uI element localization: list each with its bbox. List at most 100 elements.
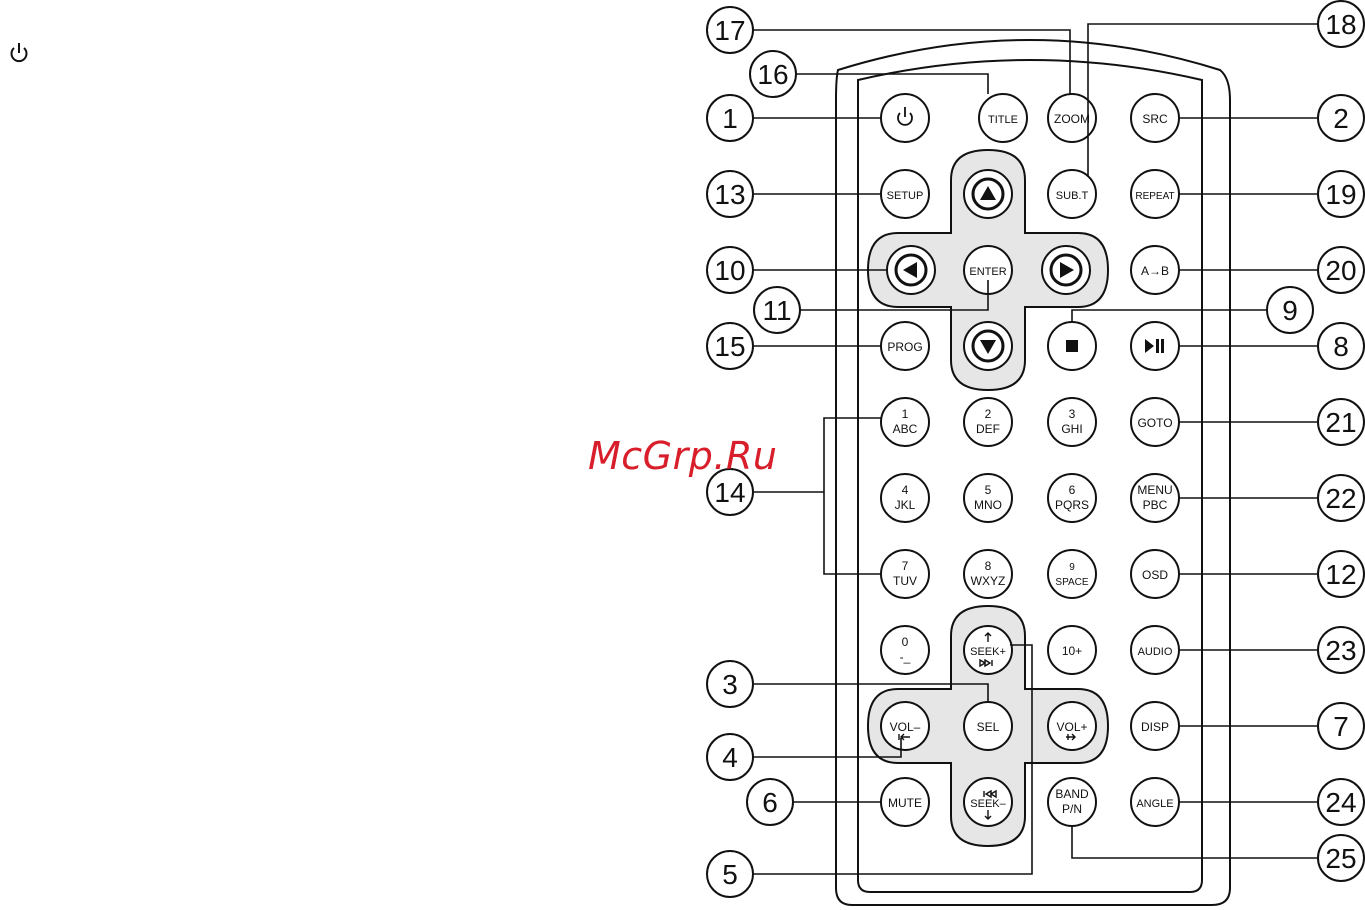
button-n1-label: ABC xyxy=(893,422,918,436)
button-subt-label: SUB.T xyxy=(1056,190,1089,202)
button-disp[interactable]: DISP xyxy=(1131,702,1179,750)
callout-21: 21 xyxy=(1318,399,1364,445)
button-ten[interactable]: 10+ xyxy=(1048,626,1096,674)
callout-16: 16 xyxy=(750,51,796,97)
callout-3: 3 xyxy=(707,661,753,707)
button-angle-label: ANGLE xyxy=(1136,798,1173,810)
callout-number: 19 xyxy=(1325,179,1356,210)
callout-24: 24 xyxy=(1318,779,1364,825)
callout-22: 22 xyxy=(1318,475,1364,521)
callout-12: 12 xyxy=(1318,551,1364,597)
button-n2-label: DEF xyxy=(976,422,1000,436)
callout-13: 13 xyxy=(707,171,753,217)
button-setup-label: SETUP xyxy=(887,190,924,202)
button-mute[interactable]: MUTE xyxy=(881,778,929,826)
button-title[interactable]: TITLE xyxy=(979,94,1027,142)
button-disp-label: DISP xyxy=(1141,720,1169,734)
callout-2: 2 xyxy=(1318,95,1364,141)
remote-outer-shell xyxy=(836,40,1230,905)
leader-25 xyxy=(1072,826,1318,858)
button-sel[interactable]: SEL xyxy=(964,702,1012,750)
button-setup[interactable]: SETUP xyxy=(881,170,929,218)
button-n7-label: TUV xyxy=(893,574,917,588)
callout-number: 7 xyxy=(1333,711,1349,742)
callout-number: 3 xyxy=(722,669,738,700)
right-button[interactable] xyxy=(1042,246,1090,294)
callout-5: 5 xyxy=(707,851,753,897)
button-audio[interactable]: AUDIO xyxy=(1131,626,1179,674)
button-goto-label: GOTO xyxy=(1137,416,1172,430)
callout-11: 11 xyxy=(754,287,800,333)
button-n5-label: MNO xyxy=(974,498,1002,512)
button-prog[interactable]: PROG xyxy=(881,322,929,370)
callout-number: 2 xyxy=(1333,103,1349,134)
button-osd[interactable]: OSD xyxy=(1131,550,1179,598)
button-n6-label: PQRS xyxy=(1055,498,1089,512)
callout-number: 10 xyxy=(714,255,745,286)
leader-9 xyxy=(1072,310,1267,322)
button-band-label: BAND xyxy=(1055,787,1089,801)
leader-16 xyxy=(796,74,988,94)
play-pause-button[interactable] xyxy=(1131,322,1179,370)
callout-6: 6 xyxy=(747,779,793,825)
callout-20: 20 xyxy=(1318,247,1364,293)
callout-number: 15 xyxy=(714,331,745,362)
button-repeat[interactable]: REPEAT xyxy=(1131,170,1179,218)
callout-18: 18 xyxy=(1318,1,1364,47)
button-ab-label: A→B xyxy=(1141,264,1169,278)
callout-number: 12 xyxy=(1325,559,1356,590)
callout-number: 17 xyxy=(714,15,745,46)
button-goto[interactable]: GOTO xyxy=(1131,398,1179,446)
button-angle[interactable]: ANGLE xyxy=(1131,778,1179,826)
button-n4-label: 4 xyxy=(902,483,909,497)
up-button[interactable] xyxy=(964,170,1012,218)
button-n7-label: 7 xyxy=(902,559,909,573)
button-src-label: SRC xyxy=(1142,112,1168,126)
callout-number: 18 xyxy=(1325,9,1356,40)
callout-number: 24 xyxy=(1325,787,1356,818)
power-button[interactable] xyxy=(881,94,929,142)
left-button[interactable] xyxy=(887,246,935,294)
button-ten-label: 10+ xyxy=(1062,644,1082,658)
button-n9-label: SPACE xyxy=(1055,577,1088,588)
button-volp-label: VOL+ xyxy=(1056,720,1087,734)
button-ab[interactable]: A→B xyxy=(1131,246,1179,294)
button-volm[interactable]: VOL– xyxy=(881,702,929,750)
callout-7: 7 xyxy=(1318,703,1364,749)
button-subt[interactable]: SUB.T xyxy=(1048,170,1096,218)
callout-number: 4 xyxy=(722,742,738,773)
callout-25: 25 xyxy=(1318,835,1364,881)
callout-number: 21 xyxy=(1325,407,1356,438)
button-src[interactable]: SRC xyxy=(1131,94,1179,142)
down-button[interactable] xyxy=(964,322,1012,370)
callout-10: 10 xyxy=(707,247,753,293)
callout-number: 22 xyxy=(1325,483,1356,514)
button-enter-label: ENTER xyxy=(969,266,1006,278)
callout-number: 13 xyxy=(714,179,745,210)
button-n1-label: 1 xyxy=(902,407,909,421)
button-n8-label: 8 xyxy=(985,559,992,573)
button-repeat-label: REPEAT xyxy=(1135,191,1174,202)
button-volp[interactable]: VOL+ xyxy=(1048,702,1096,750)
button-n0[interactable]: 0-_ xyxy=(881,626,929,674)
power-icon xyxy=(8,40,30,71)
button-n0-label: 0 xyxy=(902,635,909,649)
callout-number: 25 xyxy=(1325,843,1356,874)
button-seekm-label: SEEK– xyxy=(970,798,1006,810)
callout-23: 23 xyxy=(1318,627,1364,673)
button-n3-label: 3 xyxy=(1069,407,1076,421)
stop-button[interactable] xyxy=(1048,322,1096,370)
button-menu-label: MENU xyxy=(1137,483,1172,497)
button-n8-label: WXYZ xyxy=(971,574,1006,588)
